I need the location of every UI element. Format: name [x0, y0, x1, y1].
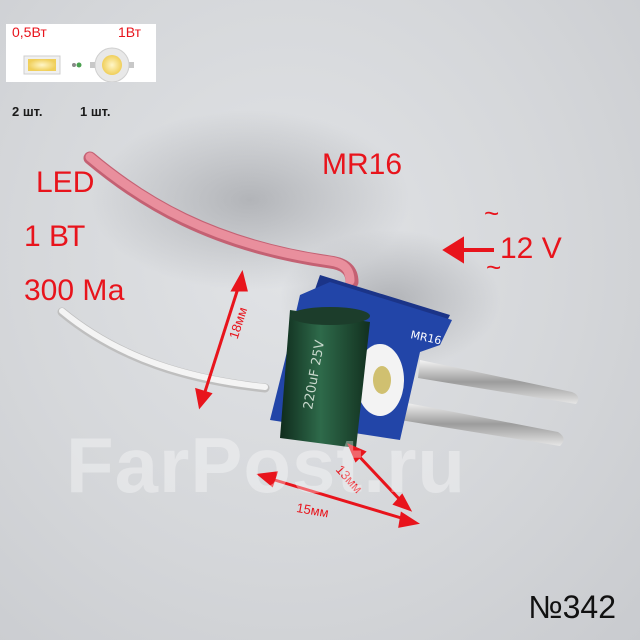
qty-large-label: 1 шт. — [80, 104, 111, 119]
pin-upper — [418, 360, 579, 404]
model-label: MR16 — [322, 148, 403, 181]
dimension-arrow-depth — [347, 443, 413, 512]
pcb-silkscreen: MR16 — [409, 328, 442, 347]
ac-tilde-bottom: ~ — [486, 252, 502, 282]
dimension-arrow-width — [256, 471, 420, 528]
catalog-number: №342 — [528, 589, 616, 625]
led-large-label: 1Вт — [118, 24, 142, 40]
spec-power: 1 ВТ — [24, 220, 86, 253]
voltage-label: 12 V — [500, 232, 562, 265]
spec-led: LED — [36, 166, 95, 199]
white-wire-core — [59, 308, 268, 390]
input-arrow — [442, 236, 494, 264]
ac-tilde-top: ~ — [484, 198, 500, 228]
pink-wire-core — [85, 152, 355, 286]
dimension-arrow-height — [195, 269, 248, 410]
qty-small-label: 2 шт. — [12, 104, 43, 119]
diode-bridge-dot — [373, 366, 391, 394]
pin-lower — [400, 402, 564, 446]
led-legend-art — [23, 47, 134, 83]
capacitor-body — [280, 310, 370, 448]
capacitor-top — [290, 307, 370, 325]
spec-current: 300 Ма — [24, 274, 125, 307]
led-legend — [6, 24, 156, 83]
watermark: FarPost.ru — [66, 421, 467, 509]
led-small-label: 0,5Вт — [12, 24, 47, 40]
